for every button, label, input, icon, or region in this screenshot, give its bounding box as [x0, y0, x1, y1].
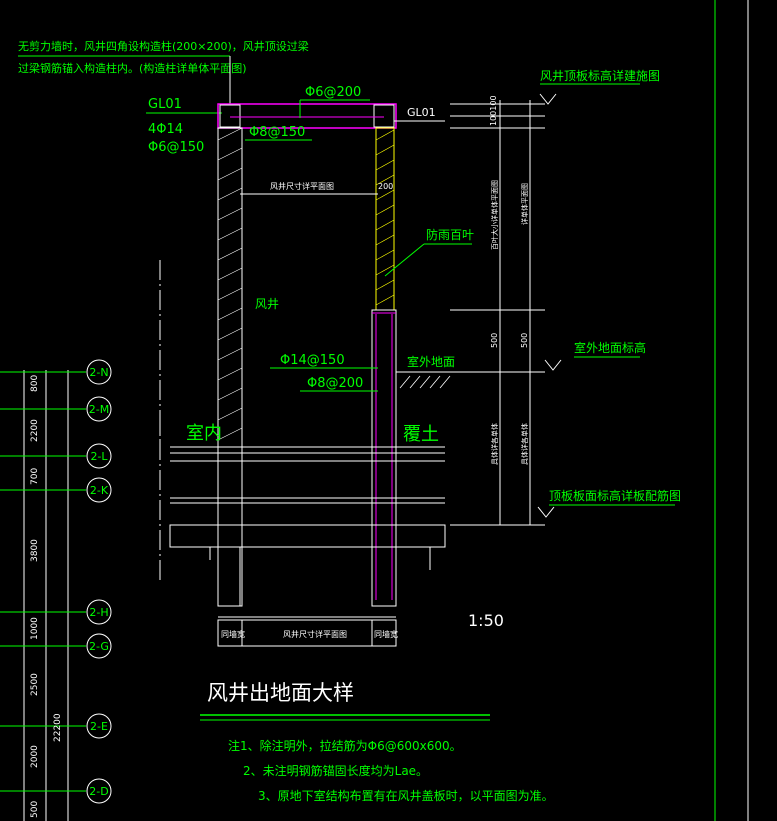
- elev-bottom-note: 顶板板面标高详板配筋图: [549, 488, 681, 503]
- elev-dim-low-left: 具体详各单体: [490, 423, 499, 465]
- top-rebar-label: Φ6@200: [305, 85, 361, 100]
- elev-dim-500-left: 500: [490, 333, 499, 348]
- grid-bubble-label: 2-M: [89, 403, 109, 416]
- elev-bottom-marker: [537, 506, 555, 518]
- grid-bubble-2m: 2-M: [86, 396, 112, 422]
- grid-ticks: [0, 371, 86, 792]
- grid-dim-2000: 2000: [30, 745, 40, 768]
- grid-dim-500: 500: [30, 801, 40, 818]
- grid-bubble-label: 2-D: [89, 785, 108, 798]
- elev-dim-mid-right: 详单体平面图: [520, 183, 529, 225]
- left-footing: [218, 546, 241, 607]
- grid-bubble-label: 2-K: [90, 484, 109, 497]
- grid-dim-2200: 2200: [30, 419, 40, 442]
- left-wall-hatch: [217, 127, 243, 441]
- louver-leader-diag: [384, 243, 425, 277]
- grid-bubble-2g: 2-G: [86, 633, 112, 659]
- elev-dim-500-right: 500: [520, 333, 529, 348]
- right-beam: [373, 104, 395, 128]
- grid-bubble-2l: 2-L: [86, 443, 112, 469]
- note-bottom-2: 2、未注明钢筋锚固长度均为Lae。: [243, 763, 428, 778]
- shaft-label: 风井: [255, 297, 279, 311]
- dim-200: 200: [378, 182, 393, 191]
- note-bottom-1: 注1、除注明外，拉结筋为Φ6@600x600。: [228, 738, 462, 753]
- gl01-left-stirrup: Φ6@150: [148, 140, 204, 155]
- backfill-label: 覆土: [403, 424, 439, 445]
- bottom-wall-left: 同墙宽: [221, 629, 245, 639]
- grid-bubble-2k: 2-K: [86, 477, 112, 503]
- grid-dim-total: 22200: [53, 713, 63, 742]
- phi8-150-label: Φ8@150: [249, 125, 305, 140]
- grid-bubble-2h: 2-H: [86, 599, 112, 625]
- grid-bubble-2d: 2-D: [86, 778, 112, 804]
- grid-bubble-label: 2-G: [89, 640, 109, 653]
- louver-hatch: [375, 129, 395, 306]
- grid-dim-3800: 3800: [30, 539, 40, 562]
- note-top-line1: 无剪力墙时，风井四角设构造柱(200×200)，风井顶设过梁: [18, 39, 309, 53]
- elev-dim-top: 100100: [489, 95, 498, 126]
- elev-top-marker: [539, 93, 557, 105]
- top-slab: [217, 103, 397, 129]
- grid-dim-1000: 1000: [30, 617, 40, 640]
- note-top-line2: 过梁钢筋锚入构造柱内。(构造柱详单体平面图): [18, 61, 247, 75]
- outdoor-ground-label: 室外地面: [407, 354, 455, 369]
- note-bottom-3: 3、原地下室结构布置有在风井盖板时，以平面图为准。: [258, 788, 554, 803]
- grid-dim-2500: 2500: [30, 673, 40, 696]
- louver-label: 防雨百叶: [426, 227, 474, 242]
- grid-bubble-label: 2-E: [90, 720, 108, 733]
- gl01-left-rebar: 4Φ14: [148, 122, 183, 137]
- bottom-slab: [169, 524, 446, 548]
- bottom-wall-right: 同墙宽: [374, 629, 398, 639]
- drawing-title: 风井出地面大样: [207, 681, 354, 705]
- bottom-dim-box: [217, 619, 397, 647]
- gl01-right-label: GL01: [407, 106, 436, 119]
- phi14-label: Φ14@150: [280, 353, 345, 368]
- grid-dim-800: 800: [30, 375, 40, 392]
- shaft-width-note: 风井尺寸详平面图: [270, 181, 334, 191]
- grid-bubble-2n: 2-N: [86, 359, 112, 385]
- grid-bubble-label: 2-N: [89, 366, 108, 379]
- grid-bubble-label: 2-H: [89, 606, 108, 619]
- elev-dim-low-right: 具体详各单体: [520, 423, 529, 465]
- left-beam: [219, 104, 241, 128]
- scale-label: 1:50: [468, 611, 504, 630]
- gl01-left-label: GL01: [148, 97, 182, 112]
- right-wall-lower: [371, 309, 397, 607]
- elev-mid-note: 室外地面标高: [574, 340, 646, 355]
- bottom-center-note: 风井尺寸详平面图: [283, 629, 347, 639]
- right-footing: [396, 546, 431, 570]
- grid-bubble-2e: 2-E: [86, 713, 112, 739]
- grid-dim-700: 700: [30, 468, 40, 485]
- grid-bubble-label: 2-L: [90, 450, 108, 463]
- phi8-200-label: Φ8@200: [307, 376, 363, 391]
- earth-hatch: [399, 375, 451, 389]
- indoor-label: 室内: [186, 423, 222, 444]
- elev-mid-marker: [544, 359, 562, 371]
- elev-top-note: 风井顶板标高详建施图: [540, 68, 660, 83]
- elev-dim-mid-left: 百叶大小详单体平面图: [490, 180, 499, 250]
- left-wall: [217, 127, 243, 607]
- louver-zone: [375, 127, 395, 311]
